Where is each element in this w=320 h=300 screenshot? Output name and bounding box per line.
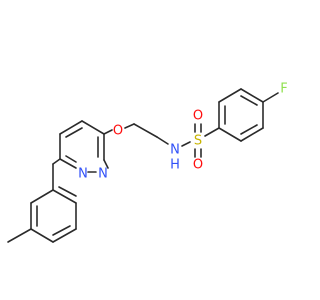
bond [65, 155, 77, 163]
atom-nitrogen-ring-1: N [78, 167, 88, 182]
atom-oxygen-ether: O [113, 124, 123, 139]
atom-nitrogen-sulfonamide: N [170, 143, 180, 158]
atom-oxygen-sulfonyl-bottom: O [193, 158, 203, 173]
atom-nitrogen-ring-2: N [98, 167, 108, 182]
atom-sulfur: S [194, 134, 202, 149]
bond [7, 228, 32, 243]
bond [59, 120, 83, 135]
bond [103, 129, 113, 135]
chemical-structure: F S O O N H O N N [7, 82, 288, 243]
bond [58, 186, 77, 197]
bond [240, 127, 264, 142]
bond [218, 127, 242, 142]
bond [52, 225, 71, 236]
bond [240, 95, 258, 106]
bond [30, 228, 54, 243]
bond [156, 136, 169, 145]
bond [30, 189, 54, 204]
atom-fluorine: F [280, 82, 287, 97]
bond [52, 228, 77, 243]
bond [81, 120, 105, 135]
bond [204, 127, 220, 137]
atom-labels: F S O O N H O N N [78, 82, 288, 182]
bond [59, 158, 77, 169]
bonds [7, 88, 279, 243]
atom-hydrogen-sulfonamide: H [170, 158, 180, 173]
atom-oxygen-sulfonyl-top: O [193, 109, 203, 124]
bond [103, 159, 109, 169]
bond [124, 123, 135, 129]
bond [65, 127, 83, 138]
bond [218, 88, 242, 103]
bond [262, 92, 279, 103]
bond [52, 158, 61, 165]
bond [181, 141, 191, 147]
bond [133, 123, 158, 138]
bond [52, 189, 77, 204]
bond [240, 124, 258, 135]
bond [240, 88, 264, 103]
